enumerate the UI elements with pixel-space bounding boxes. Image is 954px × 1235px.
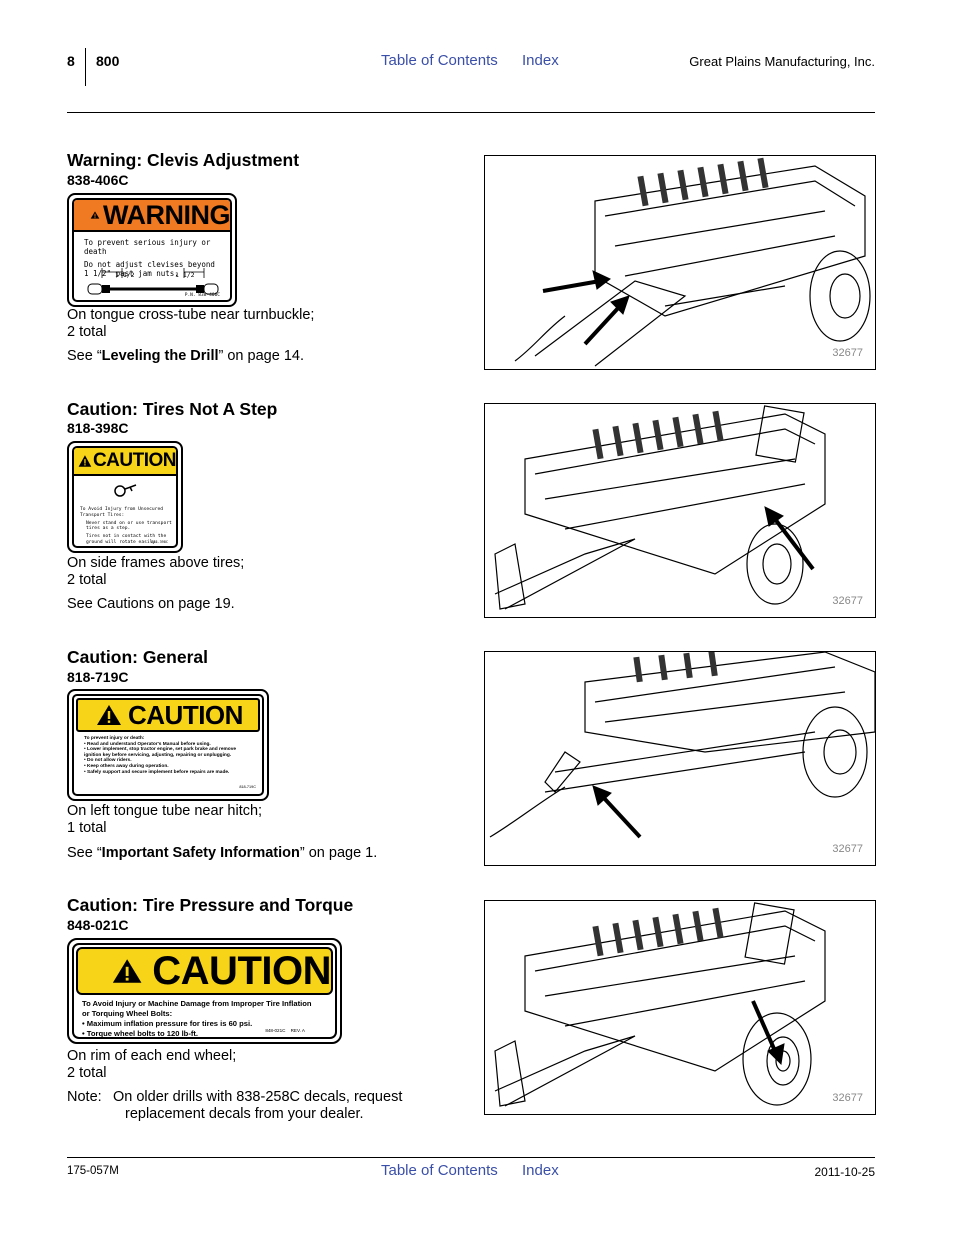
figure-clevis: 32677 [484,155,876,370]
location-line: 1 total [67,820,107,836]
warning-triangle-icon [90,211,100,219]
see-reference: See “Leveling the Drill” on page 14. [67,348,304,365]
signal-word: CAUTION [92,450,176,471]
signal-word: WARNING [103,199,230,230]
decal-pn: P.N. 838-406C [184,293,220,298]
decal-bullet: • Maximum inflation pressure for tires i… [82,1019,253,1028]
decal-pn: 818-398C [151,540,168,544]
decal-bullet: • Safely support and secure implement be… [84,769,230,775]
decal-line: Tires not in contact with the [86,534,167,540]
drill-illustration [489,652,875,839]
see-link-text[interactable]: Important Safety Information [101,845,300,861]
location-line: 2 total [67,572,107,588]
footer-index-link[interactable]: Index [522,1162,559,1179]
company-name: Great Plains Manufacturing, Inc. [689,54,875,69]
decal-line: Do not adjust clevises beyond [84,260,215,269]
figure-number: 32677 [832,347,863,359]
warning-triangle-icon [78,455,92,467]
decal-bullet: • Keep others away during operation. [84,763,169,769]
decal-line: Transport Tires: [80,512,125,518]
signal-word: CAUTION [128,699,243,730]
part-number: 818-719C [67,669,129,685]
header-index-link[interactable]: Index [522,52,559,69]
caution-decal: CAUTION To Avoid Injury or Machine Damag… [67,938,342,1044]
note-line: On older drills with 838-258C decals, re… [113,1089,403,1105]
dim-left: 1 1/2 [115,271,135,279]
note: Note: On older drills with 838-258C deca… [67,1089,467,1123]
note-line: replacement decals from your dealer. [125,1106,364,1122]
section-title: Caution: Tires Not A Step [67,399,278,419]
footer-date: 2011-10-25 [814,1165,876,1179]
see-prefix: See “ [67,348,102,364]
decal-line: Never stand on or use transport [86,520,172,526]
location-text: On tongue cross-tube near turnbuckle; 2 … [67,307,314,341]
decal-bullet: • Torque wheel bolts to 120 lb-ft. [82,1029,199,1038]
decal-pn-rev: 848-021C REV. A [265,1028,305,1033]
model-number: 800 [96,53,120,69]
decal-line: To prevent serious injury or death [84,238,211,256]
note-label: Note: [67,1089,102,1105]
location-line: On rim of each end wheel; [67,1048,237,1064]
see-reference: See “Important Safety Information” on pa… [67,845,377,862]
warning-decal: WARNING To prevent serious injury or dea… [67,193,237,307]
caution-decal: CAUTION To prevent injury or death: • Re… [67,689,269,801]
decal-line: tires as a step. [86,526,131,532]
decal-line: ground will rotate easily. [86,539,158,545]
see-link-text[interactable]: Leveling the Drill [101,348,219,364]
decal-bullet: • Do not allow riders. [84,758,132,764]
figure-number: 32677 [832,843,863,855]
caution-decal: CAUTION To Avoid Injury from Unsecured T… [67,441,183,553]
location-line: On left tongue tube near hitch; [67,803,263,819]
tire-symbol-icon [114,484,137,497]
header-toc-link[interactable]: Table of Contents [381,52,498,69]
figure-number: 32677 [832,1092,863,1104]
see-prefix: See “ [67,845,102,861]
clevis-diagram-icon [87,268,219,295]
figure-number: 32677 [832,595,863,607]
footer-toc-link[interactable]: Table of Contents [381,1162,498,1179]
location-line: 2 total [67,1065,107,1081]
location-line: On side frames above tires; [67,555,245,571]
location-text: On left tongue tube near hitch; 1 total [67,803,262,837]
dim-right: 1 1/2 [175,271,195,279]
decal-intro: To Avoid Injury or Machine Damage from I… [82,999,312,1018]
drill-illustration [494,902,826,1107]
drill-illustration [514,157,871,367]
section-title: Caution: General [67,647,208,667]
location-text: On side frames above tires; 2 total [67,555,244,589]
part-number: 848-021C [67,917,129,933]
warning-triangle-icon [112,959,142,983]
doc-number: 175-057M [67,1165,119,1177]
see-reference: See Cautions on page 19. [67,596,235,612]
decal-line: 1 1/2" past jam nuts. [84,269,179,278]
header-divider [85,48,86,86]
location-line: On tongue cross-tube near turnbuckle; [67,307,315,323]
warning-triangle-icon [97,705,121,725]
decal-bullet: • Lower implement, stop tractor engine, … [84,747,237,758]
part-number: 838-406C [67,172,129,188]
figure-general: 32677 [484,651,876,866]
see-suffix: ” on page 14. [218,348,304,364]
see-suffix: ” on page 1. [299,845,378,861]
location-text: On rim of each end wheel; 2 total [67,1048,236,1082]
figure-tire-pressure: 32677 [484,900,876,1115]
header-rule [67,112,875,113]
decal-intro: To prevent injury or death: [84,736,145,741]
decal-pn: 818-719C [239,785,256,789]
footer-rule [67,1157,875,1158]
section-title: Caution: Tire Pressure and Torque [67,895,354,915]
signal-word: CAUTION [152,948,331,993]
decal-line: To Avoid Injury from Unsecured [80,507,163,512]
page-number: 8 [67,53,75,69]
location-line: 2 total [67,324,107,340]
section-title: Warning: Clevis Adjustment [67,150,300,170]
figure-tires-not-step: 32677 [484,403,876,618]
drill-illustration [494,405,826,610]
decal-bullet: • Read and understand Operator's Manual … [84,741,211,747]
part-number: 818-398C [67,420,129,436]
